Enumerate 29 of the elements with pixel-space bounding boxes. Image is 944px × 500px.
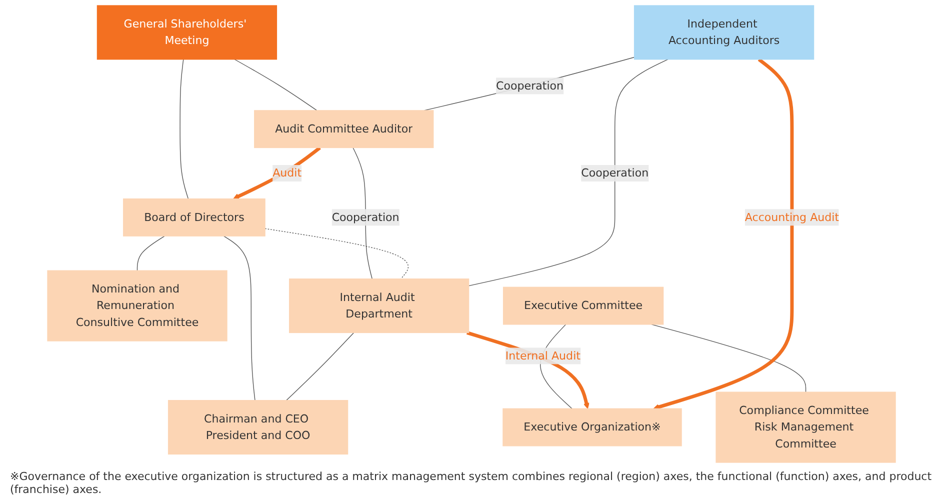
connector bbox=[137, 236, 166, 271]
connector bbox=[468, 59, 669, 286]
node-box: Executive Organization※ bbox=[503, 408, 682, 446]
edge-label: Cooperation bbox=[332, 210, 400, 224]
edge-label: Audit bbox=[273, 166, 302, 180]
node-box: General Shareholders' Meeting bbox=[97, 5, 278, 60]
arrow bbox=[234, 146, 322, 200]
node-box: Board of Directors bbox=[124, 198, 266, 236]
node-box: Chairman and CEO President and COO bbox=[168, 400, 349, 455]
footnote: ※Governance of the executive organization is structured as a matrix management system combines regional (region) axes, the functional (function) axes, and product (franchise) axes. bbox=[9, 469, 933, 498]
connector bbox=[224, 236, 256, 401]
node-box: Internal Audit Department bbox=[289, 278, 470, 334]
node-box: Compliance Committee Risk Management Committee bbox=[716, 392, 896, 463]
node-box: Independent Accounting Auditors bbox=[634, 5, 815, 60]
node-box: Nomination and Remuneration Consultive Committee bbox=[48, 270, 228, 342]
node-box: Executive Committee bbox=[503, 286, 664, 325]
connector bbox=[265, 228, 410, 280]
connector bbox=[424, 56, 636, 111]
arrow bbox=[654, 58, 794, 410]
edge-label: Cooperation bbox=[496, 79, 564, 92]
edge-label: Cooperation bbox=[582, 166, 650, 180]
connector bbox=[652, 324, 807, 392]
edge-label: Internal Audit bbox=[506, 349, 581, 362]
connector bbox=[286, 332, 355, 401]
node-box: Audit Committee Auditor bbox=[254, 110, 434, 148]
edge-label: Accounting Audit bbox=[745, 210, 840, 224]
arrow bbox=[466, 331, 590, 409]
connector bbox=[180, 59, 190, 200]
connector bbox=[234, 59, 318, 111]
